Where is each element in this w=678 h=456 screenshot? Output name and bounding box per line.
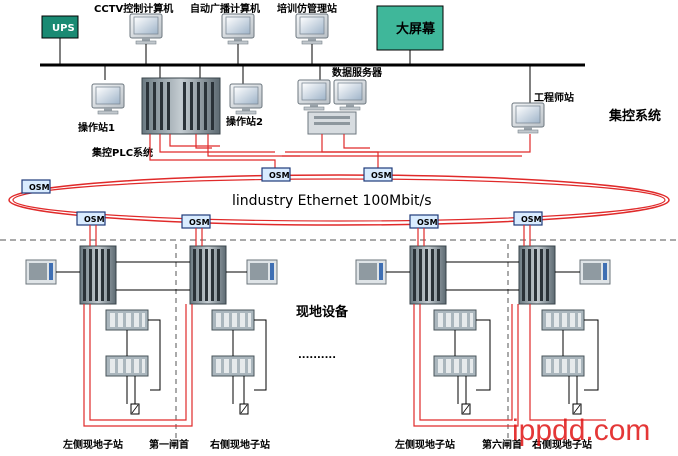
ring-label: lindustry Ethernet 100Mbit/s	[232, 193, 432, 209]
osm-label-bottom-4: OSM	[521, 215, 542, 224]
central-plc-rack	[141, 77, 221, 135]
osm-label-top-1: OSM	[269, 171, 290, 180]
bigscreen-box	[376, 5, 444, 65]
cctv-label: CCTV控制计算机	[94, 2, 173, 15]
broadcast-computer-icon	[221, 13, 255, 45]
operator-station-2-icon	[229, 83, 263, 115]
left-substation-2-label: 左侧现地子站	[394, 438, 455, 451]
broadcast-label: 自动广播计算机	[190, 2, 260, 15]
training-label: 培训仿管理站	[277, 2, 337, 15]
osm-label-left: OSM	[29, 183, 50, 192]
plc-label: 集控PLC系统	[91, 146, 153, 159]
data-server-icon	[297, 79, 367, 135]
field-equipment-label: 现地设备	[296, 304, 349, 320]
left-substation-1-label: 左侧现地子站	[62, 438, 123, 451]
substation-right-2	[518, 245, 611, 415]
ups-label: UPS	[52, 23, 75, 34]
bigscreen-label: 大屏幕	[396, 21, 436, 37]
central-fiber-links	[149, 134, 531, 168]
data-server-label: 数据服务器	[332, 66, 383, 79]
op1-label: 操作站1	[78, 121, 115, 134]
osm-label-top-2: OSM	[371, 171, 392, 180]
watermark-text: ippdd.com	[512, 414, 650, 447]
operator-station-1-icon	[91, 83, 125, 115]
right-substation-2-label: 右侧现地子站	[531, 438, 592, 451]
central-system-label: 集控系统	[608, 108, 661, 124]
lock6-label: 第六闸首	[482, 438, 522, 451]
ellipsis: ..........	[298, 350, 336, 361]
ethernet-ring-inner	[12, 178, 666, 222]
op2-label: 操作站2	[226, 115, 263, 128]
lock1-label: 第一闸首	[149, 438, 189, 451]
substation-a-wiring	[56, 225, 267, 427]
substation-left-1	[25, 245, 149, 415]
substation-b-wiring	[386, 225, 606, 427]
right-substation-1-label: 右侧现地子站	[209, 438, 270, 451]
osm-label-bottom-1: OSM	[84, 215, 105, 224]
engineer-label: 工程师站	[534, 91, 574, 104]
ups-box	[41, 15, 79, 65]
osm-label-bottom-3: OSM	[417, 218, 438, 227]
engineer-station-icon	[511, 102, 545, 134]
cctv-computer-icon	[129, 13, 163, 45]
training-computer-icon	[295, 13, 329, 45]
ethernet-ring-outer	[8, 174, 670, 226]
osm-label-bottom-2: OSM	[189, 218, 210, 227]
